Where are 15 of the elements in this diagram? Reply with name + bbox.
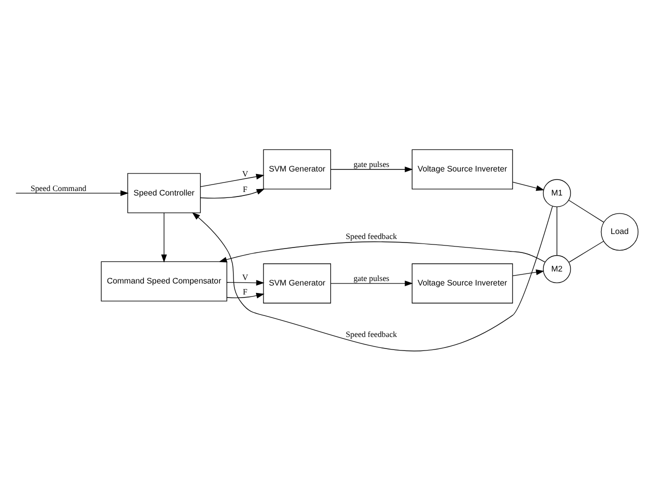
arrow [226, 292, 264, 298]
arrow [161, 212, 167, 262]
connector [568, 199, 604, 222]
arrow [200, 173, 264, 187]
arrow [512, 181, 544, 190]
arrow [192, 205, 553, 351]
arrow [16, 190, 129, 196]
connector [568, 240, 604, 262]
arrow [218, 240, 546, 262]
connector [556, 206, 558, 256]
arrow [330, 280, 413, 286]
arrow [200, 188, 265, 198]
arrow [226, 279, 264, 286]
arrow [512, 268, 544, 276]
arrow [330, 166, 413, 172]
